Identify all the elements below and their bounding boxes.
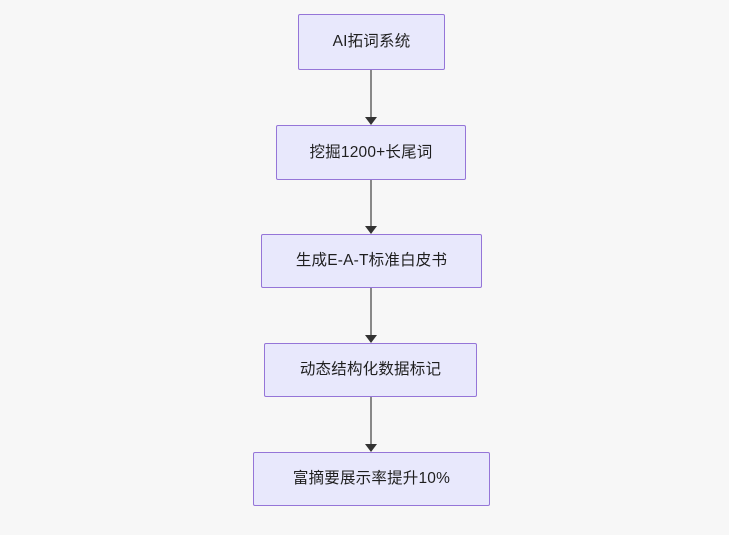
flow-node-label: 挖掘1200+长尾词 [309, 143, 433, 161]
arrow-head-icon [365, 335, 377, 343]
flow-node-rich-snippet-result[interactable]: 富摘要展示率提升10% [253, 452, 490, 506]
flow-edge-1 [361, 70, 381, 125]
arrow-head-icon [365, 226, 377, 234]
flow-node-label: 动态结构化数据标记 [299, 361, 442, 379]
flow-node-label: AI拓词系统 [332, 33, 411, 51]
flow-edge-line [370, 288, 372, 335]
flow-edge-4 [361, 397, 381, 452]
flow-edge-line [370, 180, 372, 226]
flow-node-structured-data-markup[interactable]: 动态结构化数据标记 [264, 343, 477, 397]
flow-node-longtail-keywords[interactable]: 挖掘1200+长尾词 [276, 125, 466, 180]
flow-edge-line [370, 397, 372, 444]
flow-edge-2 [361, 180, 381, 234]
flow-edge-3 [361, 288, 381, 343]
flow-node-label: 生成E-A-T标准白皮书 [295, 252, 448, 270]
arrow-head-icon [365, 117, 377, 125]
arrow-head-icon [365, 444, 377, 452]
flow-edge-line [370, 70, 372, 117]
flow-node-ai-keyword-system[interactable]: AI拓词系统 [298, 14, 445, 70]
flow-node-label: 富摘要展示率提升10% [292, 470, 451, 488]
flow-node-eat-whitepaper[interactable]: 生成E-A-T标准白皮书 [261, 234, 482, 288]
